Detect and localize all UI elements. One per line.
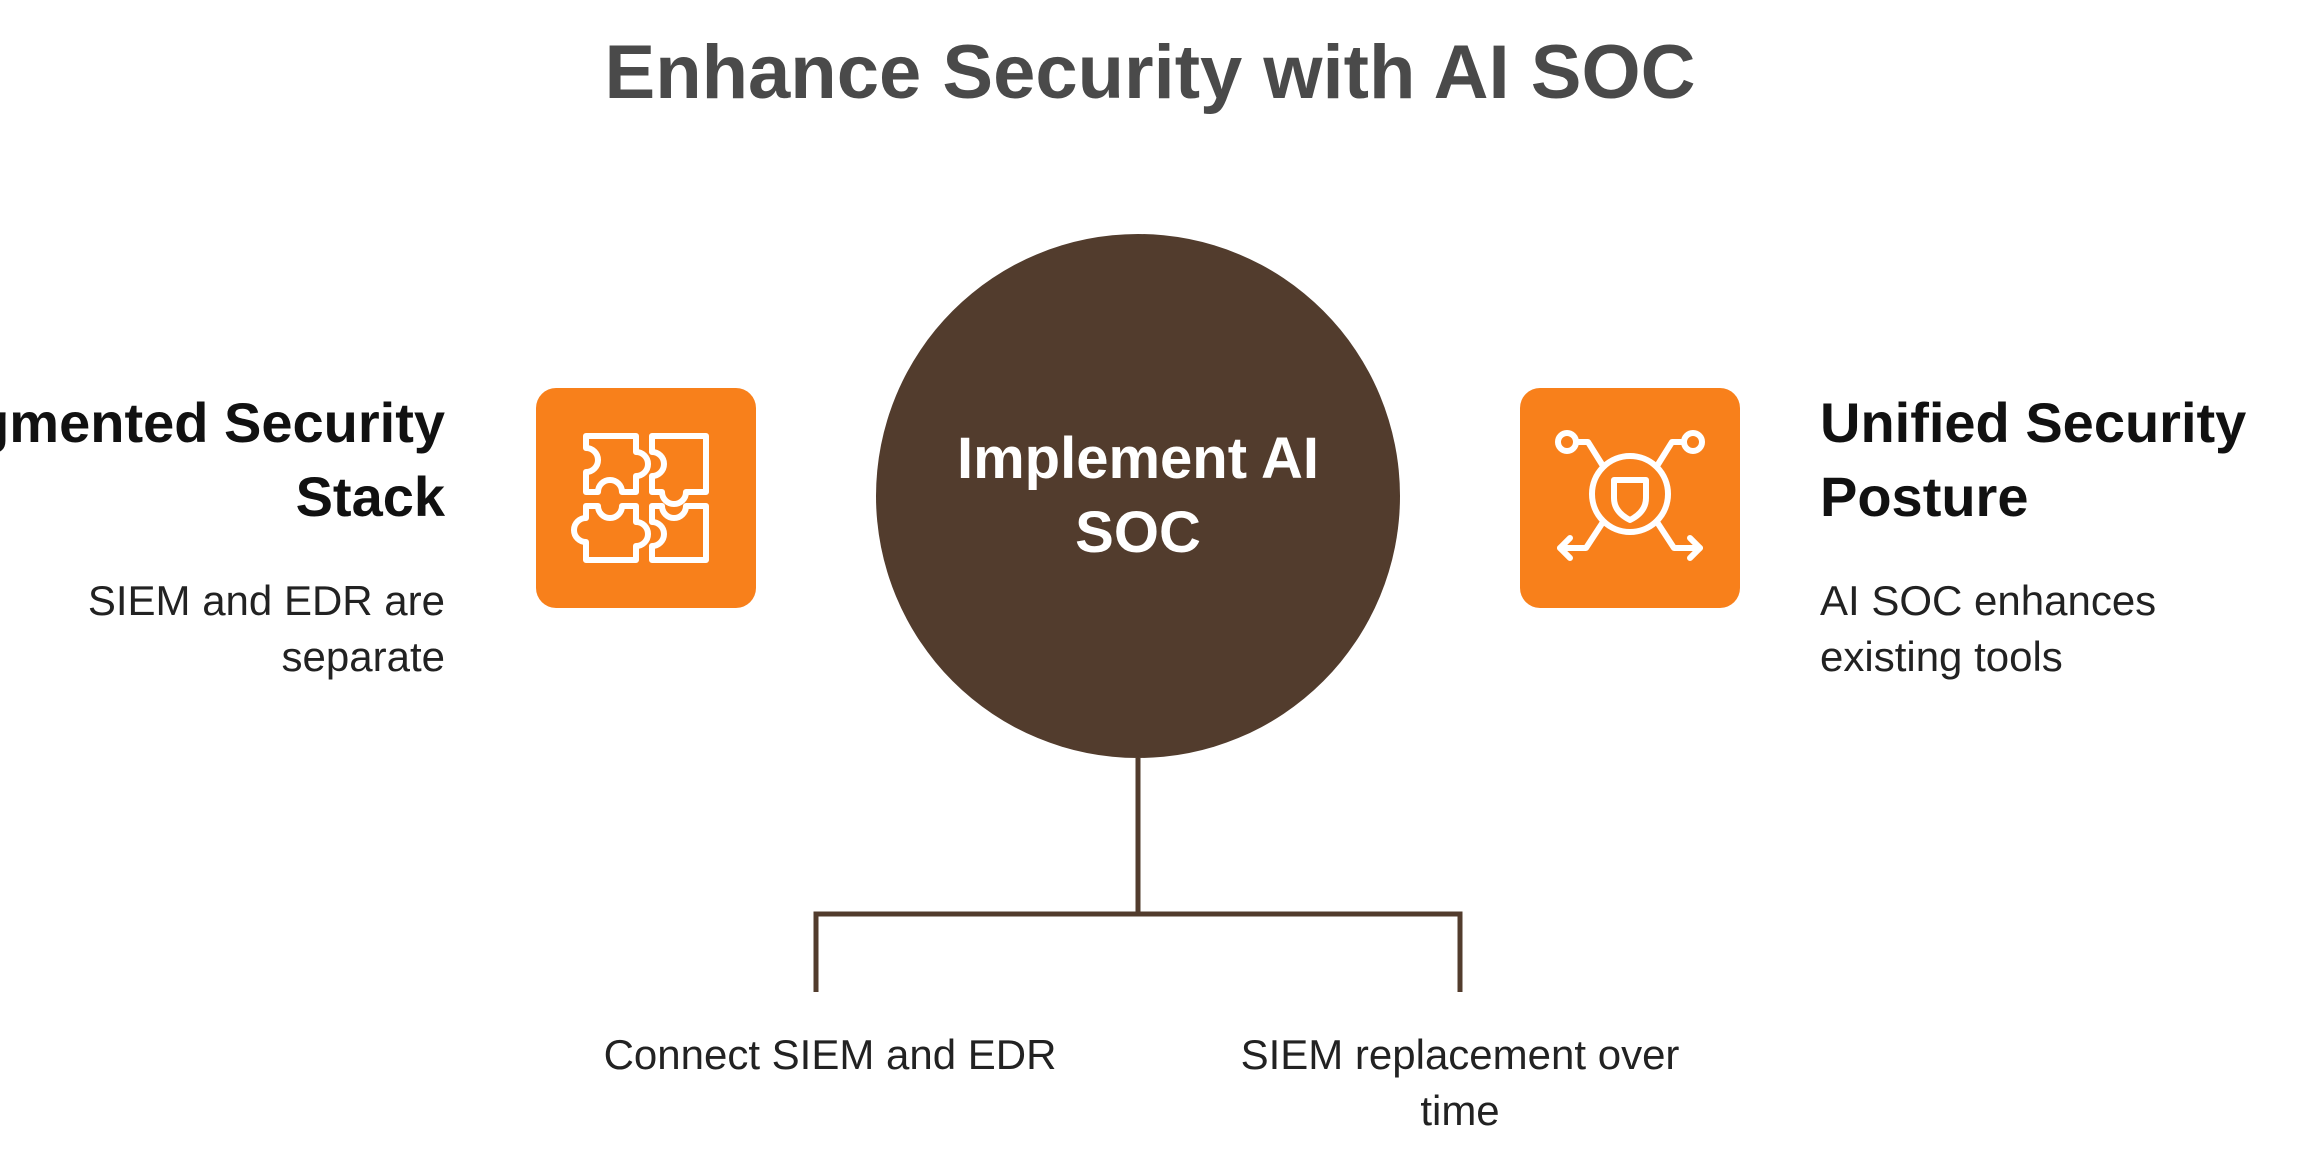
right-icon-tile — [1520, 388, 1740, 608]
diagram-title: Enhance Security with AI SOC — [604, 30, 1696, 115]
left-icon-tile — [536, 388, 756, 608]
shield-network-icon — [1555, 430, 1705, 561]
branch-label-connect: Connect SIEM and EDR — [603, 1031, 1057, 1078]
hub-label: Implement AI SOC — [956, 426, 1320, 565]
puzzle-icon — [571, 433, 709, 563]
left-heading: Fragmented Security Stack — [0, 391, 445, 528]
right-description: AI SOC enhances existing tools — [1820, 577, 2157, 680]
branch-label-replacement: SIEM replacement over time — [1240, 1031, 1680, 1134]
right-heading: Unified Security Posture — [1820, 391, 2247, 528]
left-description: SIEM and EDR are separate — [87, 577, 445, 680]
central-hub: Implement AI SOC — [876, 234, 1400, 758]
